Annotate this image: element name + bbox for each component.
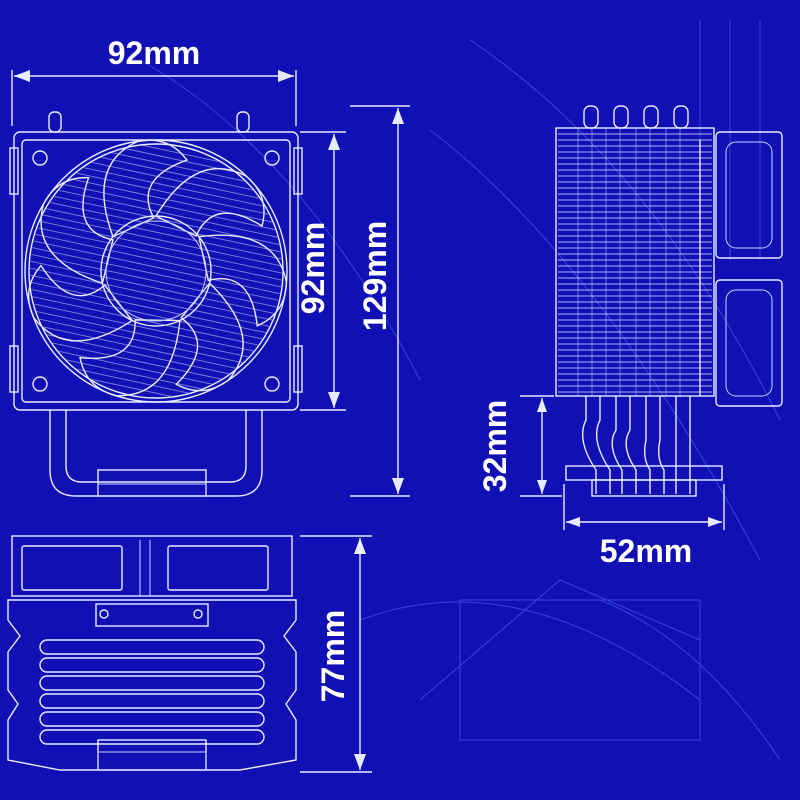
dim-label-fan-height: 92mm (295, 222, 331, 315)
dim-label-total-height: 129mm (357, 221, 393, 331)
dim-label-base-width: 52mm (600, 533, 693, 569)
dim-label-bottom-height: 77mm (315, 610, 351, 703)
dim-base-width (563, 484, 725, 530)
dim-base-height (520, 395, 562, 497)
dim-total-height (350, 105, 410, 497)
dim-label-base-height: 32mm (477, 400, 513, 493)
dim-top-width (11, 70, 297, 126)
front-view-fan (9, 111, 303, 497)
bottom-view (7, 535, 297, 771)
side-view-heatsink (555, 105, 783, 497)
dim-bottom-height (300, 535, 372, 773)
dim-fan-height (300, 131, 346, 411)
dim-label-top-width: 92mm (108, 35, 201, 71)
background-ghost-lines (139, 20, 781, 761)
